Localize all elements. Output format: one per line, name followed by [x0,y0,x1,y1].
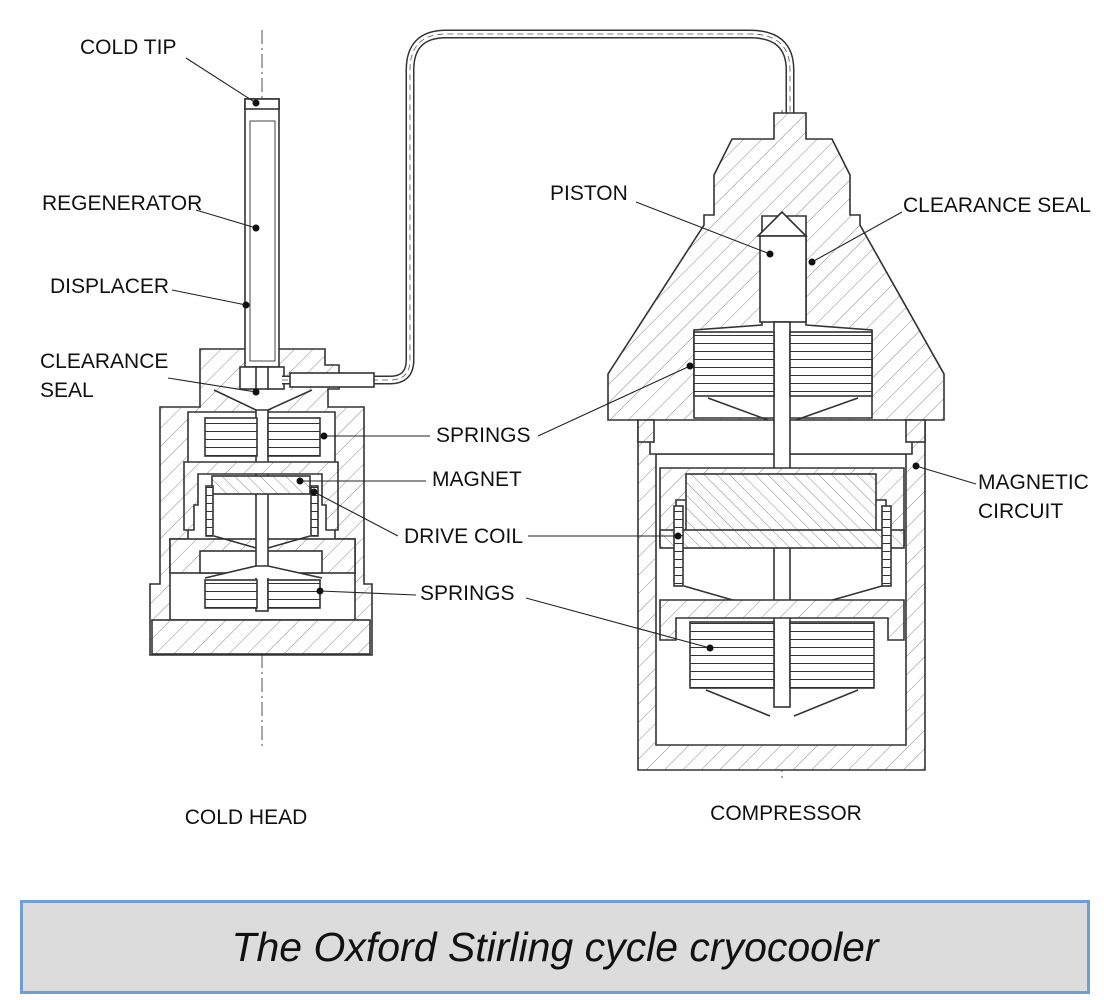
lower-spring-cone [204,565,323,579]
label-clearance-seal-right: CLEARANCE SEAL [903,194,1091,217]
magnet-frame [183,461,339,531]
caption-text: The Oxford Stirling cycle cryocooler [231,923,879,970]
label-piston: PISTON [550,182,628,205]
magnet [211,475,311,495]
subtitle-compressor: COMPRESSOR [710,802,862,825]
label-springs-upper: SPRINGS [436,424,531,447]
compressor [607,110,945,780]
label-displacer: DISPLACER [50,275,169,298]
cold-tip-cap [244,98,280,110]
lower-spring-stack-left [204,579,258,609]
label-clearance-seal-left-line2: SEAL [40,379,94,402]
upper-spring-stack-left [204,417,258,457]
flange-right [905,419,926,443]
caption-box: The Oxford Stirling cycle cryocooler [20,900,1090,994]
cold-head-shaft [255,388,269,612]
cold-head-base [151,619,371,655]
upper-spring-cone [213,389,313,411]
compressor-magnet [685,473,877,535]
drive-coil-left [205,485,214,537]
label-magnetic-circuit-line1: MAGNETIC [978,471,1089,494]
coil-former [213,535,311,549]
drive-coil-right [310,485,319,537]
compressor-upper-spring-right [789,331,873,397]
labels: COLD TIP REGENERATOR DISPLACER CLEARANCE… [40,36,1091,829]
cryocooler-diagram: COLD TIP REGENERATOR DISPLACER CLEARANCE… [40,29,1091,829]
upper-spring-stack-right [267,417,321,457]
label-cold-tip: COLD TIP [80,36,176,59]
label-magnetic-circuit-line2: CIRCUIT [978,500,1063,523]
piston [759,235,807,323]
upper-spring-flexure [707,397,859,421]
transfer-tube [282,29,795,388]
subtitle-cold-head: COLD HEAD [185,806,308,829]
compressor-lower-spring-right [789,621,875,689]
label-springs-lower: SPRINGS [420,582,515,605]
flange-left [637,419,655,443]
compressor-lower-spring-left [689,621,775,689]
label-drive-coil: DRIVE COIL [404,525,523,548]
lower-spring-stack-right [267,579,321,609]
cold-head [149,30,373,750]
pole-ring [659,529,905,549]
compressor-drive-coil-right [881,505,892,587]
label-clearance-seal-left-line1: CLEARANCE [40,350,168,373]
lower-spring-frame [659,599,905,641]
label-regenerator: REGENERATOR [42,192,202,215]
compressor-upper-spring-left [693,331,775,397]
tube-fitting [289,372,375,388]
label-magnet: MAGNET [432,468,522,491]
compressor-drive-coil-left [673,505,684,587]
lower-spring-flexure [705,689,859,717]
leader-lines [167,57,977,652]
regenerator-stack [249,120,276,362]
